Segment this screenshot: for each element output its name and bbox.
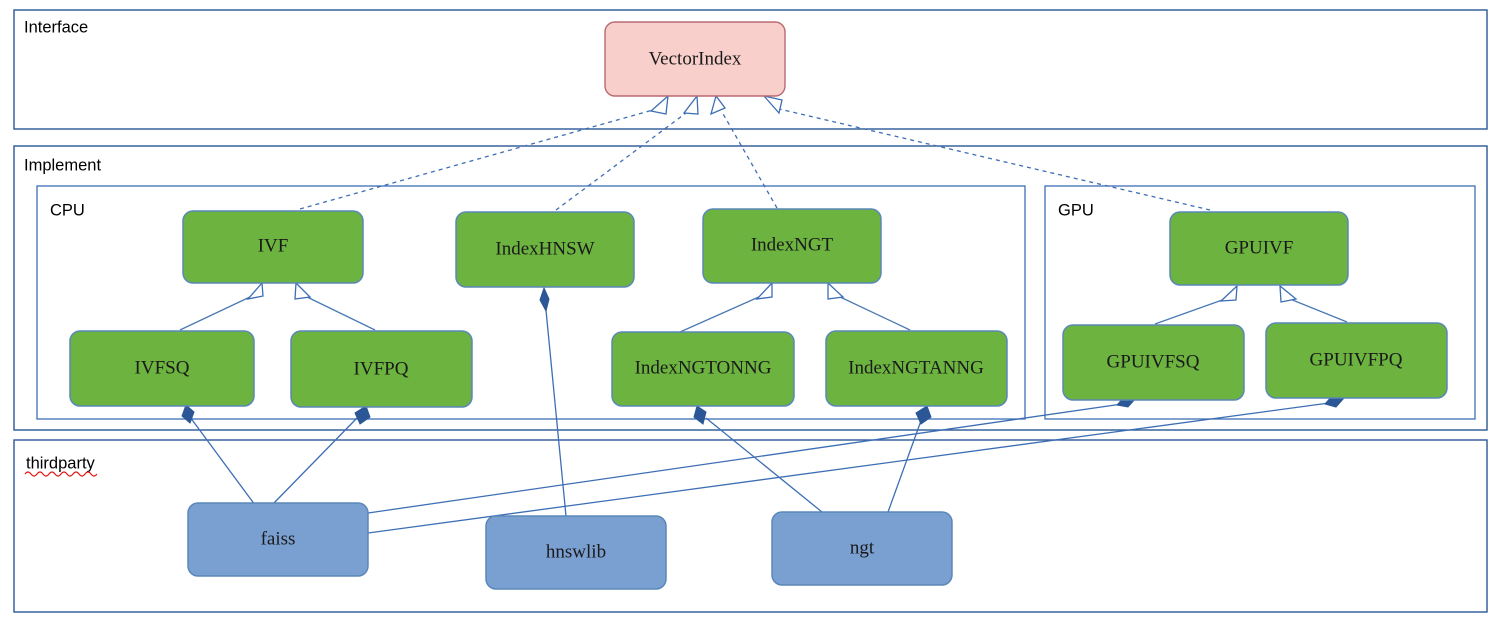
arrowhead-hollow-gpuivf [762,94,783,115]
edge-ngt-to-indexngtanng [887,417,923,513]
node-label-indexngt: IndexNGT [751,234,834,255]
arrowhead-diamond-faiss-ivfpq [354,405,371,425]
node-label-hnswlib: hnswlib [546,541,606,562]
node-vectorindex[interactable]: VectorIndex [604,21,786,97]
edge-ivfsq-to-ivf [179,295,253,331]
edge-faiss-to-gpuivfpq [367,402,1330,534]
arrowhead-diamond-faiss-ivfsq [181,404,195,424]
edge-gpuivfsq-to-gpuivf [1154,298,1226,325]
edge-gpuivfpq-to-gpuivf [1289,298,1348,323]
node-ngt[interactable]: ngt [771,511,953,586]
edge-faiss-to-ivfpq [272,417,358,505]
edge-ivf-to-vectorindex [299,107,661,210]
node-box-indexhnsw[interactable] [455,211,635,288]
node-box-vectorindex[interactable] [604,21,786,97]
edge-indexngtanng-to-indexngt [837,295,911,331]
edges-realization [299,94,1211,211]
edge-ivfpq-to-ivf [304,295,376,331]
arrowhead-hollow-ivfpq [294,281,312,300]
node-label-gpuivfpq: GPUIVFPQ [1310,349,1403,370]
node-indexngtonng[interactable]: IndexNGTONNG [611,331,795,407]
node-box-gpuivfsq[interactable] [1062,324,1245,401]
group-label-interface: Interface [24,18,88,36]
node-label-ivfpq: IVFPQ [354,358,409,379]
node-label-ivf: IVF [258,235,289,256]
arrowhead-hollow-indexngt [710,94,727,116]
arrowhead-hollow-indexngtonng [755,281,773,300]
edge-indexngt-to-vectorindex [721,111,778,209]
edge-ngt-to-indexngtonng [705,417,823,513]
node-indexngtanng[interactable]: IndexNGTANNG [825,330,1008,407]
edge-indexhnsw-to-vectorindex [555,109,691,211]
node-ivfpq[interactable]: IVFPQ [290,330,473,408]
node-label-gpuivf: GPUIVF [1225,237,1294,258]
node-box-gpuivf[interactable] [1169,211,1349,286]
node-box-ivfpq[interactable] [290,330,473,408]
arrowhead-hollow-gpuivfsq [1219,284,1238,302]
arrowhead-diamond-ngt-indexngtonng [693,405,707,425]
arrowhead-hollow-ivf [649,94,669,115]
node-label-indexngtanng: IndexNGTANNG [848,357,984,378]
group-label-thirdparty: thirdparty [26,454,96,472]
edge-faiss-to-ivfsq [189,416,256,506]
node-label-indexngtonng: IndexNGTONNG [635,357,772,378]
edges-generalization [179,281,1348,333]
node-label-faiss: faiss [261,528,296,549]
arrowhead-hollow-indexhnsw [682,94,699,115]
node-label-vectorindex: VectorIndex [649,48,742,69]
node-label-ngt: ngt [850,537,875,558]
node-box-indexngtanng[interactable] [825,330,1008,407]
node-faiss[interactable]: faiss [187,502,369,577]
node-box-ivfsq[interactable] [69,330,255,407]
arrowhead-diamond-hnswlib-indexhnsw [539,286,550,313]
edge-indexngtonng-to-indexngt [679,295,762,333]
arrowhead-hollow-indexngtanng [827,281,845,300]
arrowhead-hollow-gpuivfpq [1279,284,1298,303]
edge-hnswlib-to-indexhnsw [544,299,567,517]
node-box-ngt[interactable] [771,511,953,586]
node-box-faiss[interactable] [187,502,369,577]
node-ivfsq[interactable]: IVFSQ [69,330,255,407]
edges-composition [181,286,1345,534]
node-label-gpuivfsq: GPUIVFSQ [1107,351,1200,372]
node-box-gpuivfpq[interactable] [1265,322,1448,399]
node-indexngt[interactable]: IndexNGT [702,208,882,284]
node-label-indexhnsw: IndexHNSW [495,238,594,259]
edge-faiss-to-gpuivfsq [367,403,1123,514]
edge-gpuivf-to-vectorindex [774,107,1211,211]
node-box-indexngtonng[interactable] [611,331,795,407]
node-gpuivfpq[interactable]: GPUIVFPQ [1265,322,1448,399]
node-gpuivf[interactable]: GPUIVF [1169,211,1349,286]
node-box-indexngt[interactable] [702,208,882,284]
group-label-gpu: GPU [1058,201,1094,219]
arrowhead-hollow-ivfsq [246,281,264,301]
spellcheck-underline-thirdparty [24,471,98,477]
node-box-hnswlib[interactable] [485,515,667,590]
node-ivf[interactable]: IVF [182,210,364,284]
node-gpuivfsq[interactable]: GPUIVFSQ [1062,324,1245,401]
node-indexhnsw[interactable]: IndexHNSW [455,211,635,288]
group-label-implement: Implement [24,156,101,174]
node-hnswlib[interactable]: hnswlib [485,515,667,590]
node-box-ivf[interactable] [182,210,364,284]
arrowhead-diamond-ngt-indexngtanng [915,405,932,425]
group-label-cpu: CPU [50,201,85,219]
node-label-ivfsq: IVFSQ [135,357,190,378]
